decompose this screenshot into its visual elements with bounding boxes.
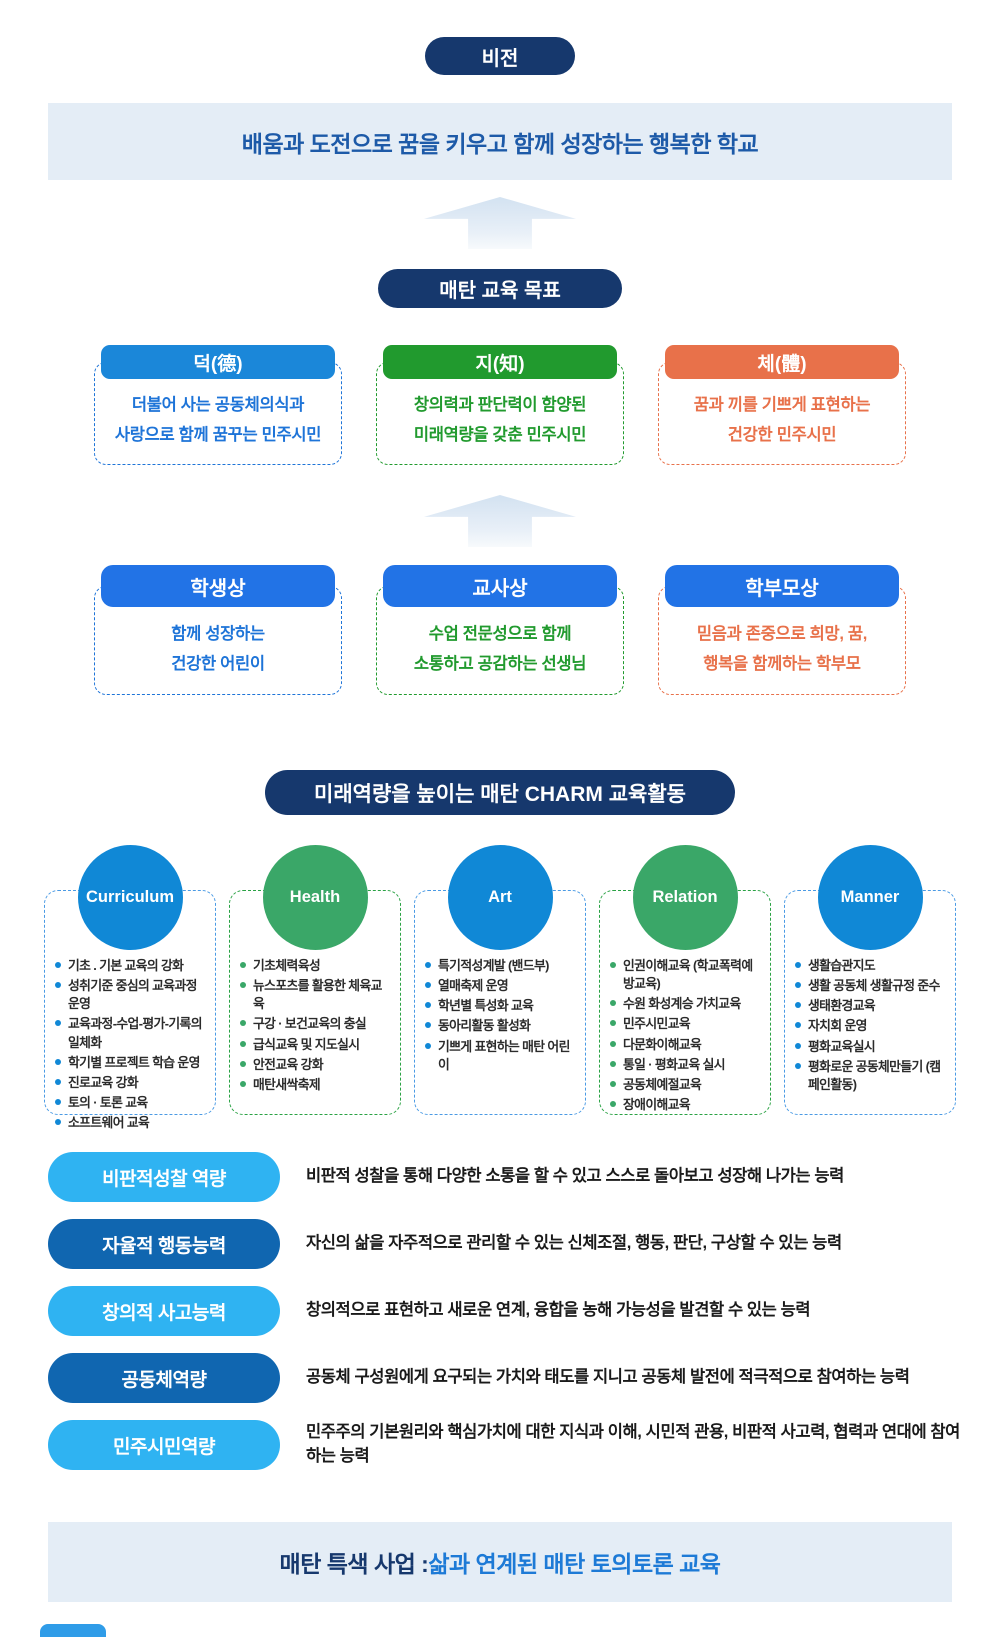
- goal-wisdom-header: 지(知): [383, 345, 617, 379]
- competency-description: 창의적으로 표현하고 새로운 연계, 융합을 농해 가능성을 발견할 수 있는 …: [306, 1301, 811, 1320]
- list-item: 구강 · 보건교육의 충실: [240, 1015, 392, 1033]
- cutoff-pill: [40, 1624, 106, 1637]
- health-circle: Health: [262, 845, 368, 950]
- competency-pill: 비판적성찰 역량: [48, 1152, 280, 1202]
- role-student-description: 함께 성장하는 건강한 어린이: [94, 586, 342, 695]
- vision-badge: 비전: [425, 37, 575, 75]
- competency-description: 비판적 성찰을 통해 다양한 소통을 할 수 있고 스스로 돌아보고 성장해 나…: [306, 1167, 844, 1186]
- list-item: 특기적성계발 (밴드부): [425, 957, 577, 975]
- role-teacher-description: 수업 전문성으로 함께 소통하고 공감하는 선생님: [376, 586, 624, 695]
- up-arrow-icon: [424, 495, 576, 547]
- charm-badge-label: 미래역량을 높이는 매탄 CHARM 교육활동: [314, 782, 686, 806]
- list-item: 평화로운 공동체만들기 (캠페인활동): [795, 1058, 947, 1094]
- competency-row-autonomous-action: 자율적 행동능력 자신의 삶을 자주적으로 관리할 수 있는 신체조절, 행동,…: [48, 1219, 960, 1269]
- special-program-highlight: 삶과 연계된 매탄 토의토론 교육: [428, 1551, 721, 1577]
- list-item: 기초 . 기본 교육의 강화: [55, 957, 207, 975]
- role-box-student: 학생상 함께 성장하는 건강한 어린이: [94, 565, 342, 695]
- list-item: 안전교육 강화: [240, 1056, 392, 1074]
- role-parent-header: 학부모상: [665, 565, 899, 607]
- list-item: 진로교육 강화: [55, 1074, 207, 1092]
- role-box-teacher: 교사상 수업 전문성으로 함께 소통하고 공감하는 선생님: [376, 565, 624, 695]
- list-item: 매탄새싹축제: [240, 1076, 392, 1094]
- role-boxes: 학생상 함께 성장하는 건강한 어린이 교사상 수업 전문성으로 함께 소통하고…: [94, 565, 906, 695]
- list-item: 민주시민교육: [610, 1015, 762, 1033]
- goals-badge-label: 매탄 교육 목표: [439, 280, 561, 302]
- list-item: 학년별 특성화 교육: [425, 997, 577, 1015]
- competency-pill: 민주시민역량: [48, 1420, 280, 1470]
- goal-virtue-description: 더불어 사는 공동체의식과 사랑으로 함께 꿈꾸는 민주시민: [94, 362, 342, 465]
- special-program-prefix: 매탄 특색 사업 :: [279, 1551, 429, 1577]
- list-item: 학기별 프로젝트 학습 운영: [55, 1054, 207, 1072]
- vision-statement-banner: 배움과 도전으로 꿈을 키우고 함께 성장하는 행복한 학교: [48, 103, 952, 180]
- competency-description: 민주주의 기본원리와 핵심가치에 대한 지식과 이해, 시민적 관용, 비판적 …: [306, 1423, 960, 1465]
- role-teacher-header: 교사상: [383, 565, 617, 607]
- charm-badge: 미래역량을 높이는 매탄 CHARM 교육활동: [265, 770, 735, 815]
- list-item: 장애이해교육: [610, 1096, 762, 1114]
- competency-row-critical-reflection: 비판적성찰 역량 비판적 성찰을 통해 다양한 소통을 할 수 있고 스스로 돌…: [48, 1152, 960, 1202]
- list-item: 인권이해교육 (학교폭력예방교육): [610, 957, 762, 993]
- special-program-banner: 매탄 특색 사업 : 삶과 연계된 매탄 토의토론 교육: [48, 1522, 952, 1602]
- vision-badge-label: 비전: [481, 47, 519, 70]
- list-item: 토의 · 토론 교육: [55, 1094, 207, 1112]
- curriculum-circle: Curriculum: [77, 845, 183, 950]
- competency-row-community: 공동체역량 공동체 구성원에게 요구되는 가치와 태도를 지니고 공동체 발전에…: [48, 1353, 960, 1403]
- role-box-parent: 학부모상 믿음과 존중으로 희망, 꿈, 행복을 함께하는 학부모: [658, 565, 906, 695]
- role-parent-description: 믿음과 존중으로 희망, 꿈, 행복을 함께하는 학부모: [658, 586, 906, 695]
- list-item: 생태환경교육: [795, 997, 947, 1015]
- relation-circle: Relation: [632, 845, 738, 950]
- up-arrow-icon: [424, 197, 576, 249]
- list-item: 뉴스포츠를 활용한 체육교육: [240, 977, 392, 1013]
- goal-boxes: 덕(德) 더불어 사는 공동체의식과 사랑으로 함께 꿈꾸는 민주시민 지(知)…: [94, 345, 906, 465]
- goal-box-virtue: 덕(德) 더불어 사는 공동체의식과 사랑으로 함께 꿈꾸는 민주시민: [94, 345, 342, 465]
- list-item: 생활습관지도: [795, 957, 947, 975]
- competency-description: 공동체 구성원에게 요구되는 가치와 태도를 지니고 공동체 발전에 적극적으로…: [306, 1368, 910, 1387]
- list-item: 기쁘게 표현하는 매탄 어린이: [425, 1038, 577, 1074]
- goal-wisdom-description: 창의력과 판단력이 함양된 미래역량을 갖춘 민주시민: [376, 362, 624, 465]
- list-item: 동아리활동 활성화: [425, 1017, 577, 1035]
- goals-badge: 매탄 교육 목표: [378, 269, 622, 308]
- goal-virtue-header: 덕(德): [101, 345, 335, 379]
- competency-row-creative-thinking: 창의적 사고능력 창의적으로 표현하고 새로운 연계, 융합을 농해 가능성을 …: [48, 1286, 960, 1336]
- competency-pill: 창의적 사고능력: [48, 1286, 280, 1336]
- goal-body-header: 체(體): [665, 345, 899, 379]
- list-item: 열매축제 운영: [425, 977, 577, 995]
- list-item: 성취기준 중심의 교육과정 운영: [55, 977, 207, 1013]
- list-item: 자치회 운영: [795, 1017, 947, 1035]
- role-student-header: 학생상: [101, 565, 335, 607]
- manner-circle: Manner: [817, 845, 923, 950]
- goal-box-wisdom: 지(知) 창의력과 판단력이 함양된 미래역량을 갖춘 민주시민: [376, 345, 624, 465]
- competency-row-democratic-citizen: 민주시민역량 민주주의 기본원리와 핵심가치에 대한 지식과 이해, 시민적 관…: [48, 1420, 960, 1470]
- list-item: 수원 화성계승 가치교육: [610, 995, 762, 1013]
- list-item: 생활 공동체 생활규정 준수: [795, 977, 947, 995]
- list-item: 다문화이해교육: [610, 1036, 762, 1054]
- list-item: 소프트웨어 교육: [55, 1114, 207, 1132]
- list-item: 기초체력육성: [240, 957, 392, 975]
- list-item: 교육과정-수업-평가-기록의 일체화: [55, 1015, 207, 1051]
- competency-pill: 공동체역량: [48, 1353, 280, 1403]
- competency-description: 자신의 삶을 자주적으로 관리할 수 있는 신체조절, 행동, 판단, 구상할 …: [306, 1234, 842, 1253]
- list-item: 통일 · 평화교육 실시: [610, 1056, 762, 1074]
- list-item: 공동체예절교육: [610, 1076, 762, 1094]
- art-circle: Art: [447, 845, 553, 950]
- competency-list: 비판적성찰 역량 비판적 성찰을 통해 다양한 소통을 할 수 있고 스스로 돌…: [0, 1152, 1000, 1470]
- list-item: 급식교육 및 지도실시: [240, 1036, 392, 1054]
- competency-pill: 자율적 행동능력: [48, 1219, 280, 1269]
- list-item: 평화교육실시: [795, 1038, 947, 1056]
- goal-box-body: 체(體) 꿈과 끼를 기쁘게 표현하는 건강한 민주시민: [658, 345, 906, 465]
- vision-statement: 배움과 도전으로 꿈을 키우고 함께 성장하는 행복한 학교: [241, 130, 759, 157]
